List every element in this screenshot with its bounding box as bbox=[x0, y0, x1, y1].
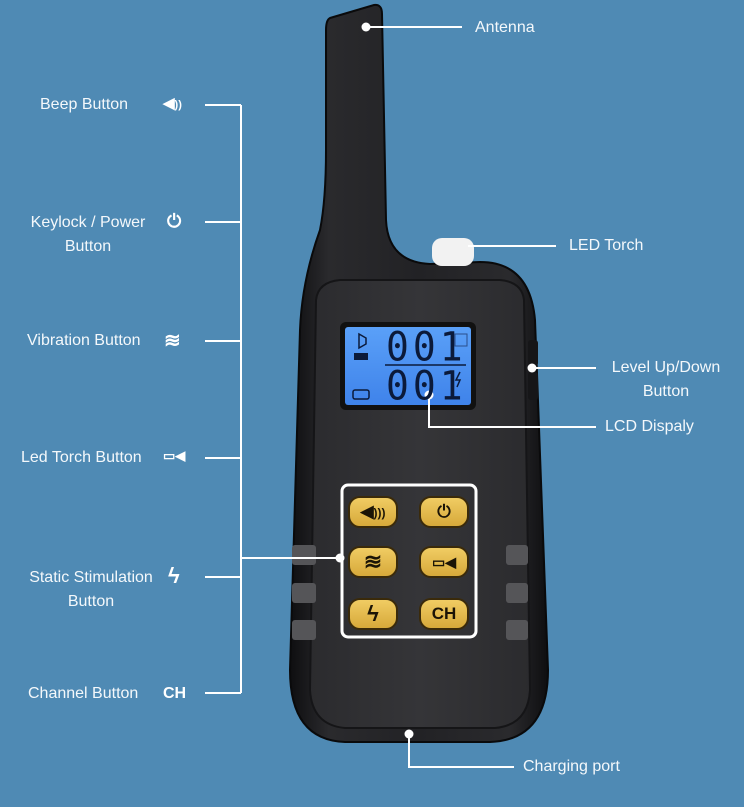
label-antenna: Antenna bbox=[475, 19, 535, 36]
level-down-button bbox=[528, 372, 538, 400]
speaker-icon: ◀)) bbox=[163, 95, 182, 112]
power-icon: ⏻ bbox=[437, 502, 451, 521]
lightning-icon: ϟ bbox=[168, 563, 180, 588]
label-level-up-down-button: Level Up/Down Button bbox=[611, 359, 721, 400]
vibration-button[interactable]: ≋ bbox=[348, 546, 398, 578]
label-led-torch-button: Led Torch Button bbox=[21, 449, 142, 466]
torch-icon: ▭◀ bbox=[432, 553, 456, 570]
power-button[interactable]: ⏻ bbox=[419, 496, 469, 528]
level-up-button bbox=[528, 340, 538, 366]
channel-icon: CH bbox=[431, 604, 457, 623]
channel-button[interactable]: CH bbox=[419, 598, 469, 630]
label-static-stimulation-button: Static Stimulation Button bbox=[29, 569, 153, 610]
label-keylock-power-button: Keylock / Power Button bbox=[30, 214, 146, 255]
label-vibration-button: Vibration Button bbox=[27, 332, 141, 349]
torch-icon: ▭◀ bbox=[163, 448, 186, 463]
lcd-bottom-value: 001 bbox=[386, 362, 467, 410]
label-led-torch: LED Torch bbox=[569, 237, 644, 254]
label-channel-button: Channel Button bbox=[28, 685, 139, 702]
label-beep-button: Beep Button bbox=[40, 96, 129, 113]
vibration-icon: ≋ bbox=[363, 549, 383, 574]
channel-icon: CH bbox=[163, 685, 187, 702]
static-stimulation-button[interactable]: ϟ bbox=[348, 598, 398, 630]
lightning-icon: ϟ bbox=[367, 601, 379, 626]
lcd-screen bbox=[345, 327, 471, 405]
lcd-top-value: 001 bbox=[386, 323, 467, 371]
beep-button[interactable]: ◀))) bbox=[348, 496, 398, 528]
led-torch bbox=[432, 238, 474, 266]
power-icon: ⏻ bbox=[167, 211, 182, 231]
torch-button[interactable]: ▭◀ bbox=[419, 546, 469, 578]
label-charging-port: Charging port bbox=[523, 758, 620, 775]
vibration-icon: ≋ bbox=[164, 330, 181, 352]
label-lcd-display: LCD Dispaly bbox=[605, 418, 694, 435]
speaker-icon: ◀))) bbox=[360, 502, 386, 521]
